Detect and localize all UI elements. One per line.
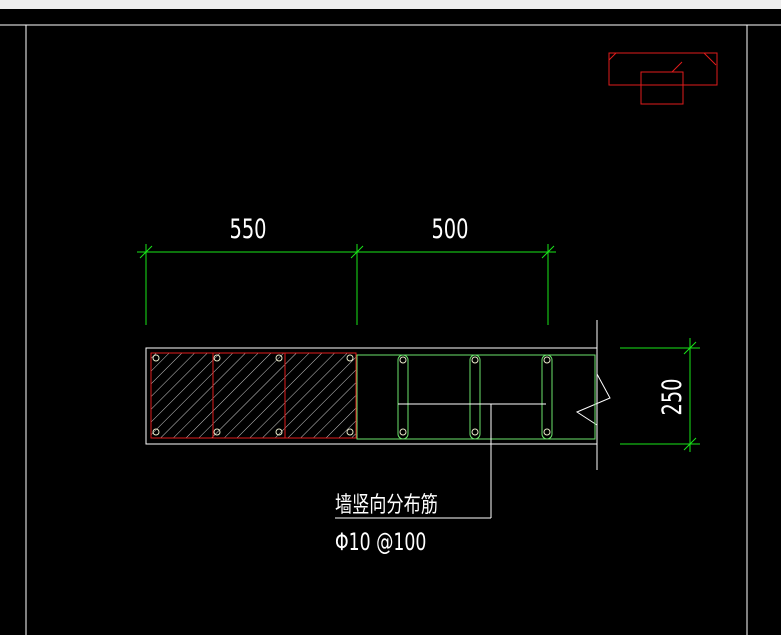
rebar-annotation-label: 墙竖向分布筋 — [335, 492, 438, 518]
wall-outline — [145, 347, 598, 445]
section-legend-symbol — [608, 52, 718, 105]
right-dimension — [620, 338, 700, 452]
cad-drawing-canvas[interactable]: 550 500 墙竖向分布筋 Φ10 @100 — [0, 9, 781, 635]
rebar-dots — [152, 354, 551, 436]
tie-bars — [397, 354, 553, 440]
dimension-label-550: 550 — [229, 213, 266, 245]
distribution-bar-outline — [356, 354, 596, 440]
edge-member-stirrups — [150, 352, 357, 439]
leader-line — [335, 403, 546, 519]
hatched-section — [151, 353, 356, 438]
rebar-annotation-spec: Φ10 @100 — [335, 528, 426, 556]
top-dimension — [137, 244, 556, 325]
dimension-label-250: 250 — [656, 378, 688, 415]
break-line — [575, 320, 611, 470]
top-toolbar-strip — [0, 0, 781, 9]
dimension-label-500: 500 — [431, 213, 468, 245]
